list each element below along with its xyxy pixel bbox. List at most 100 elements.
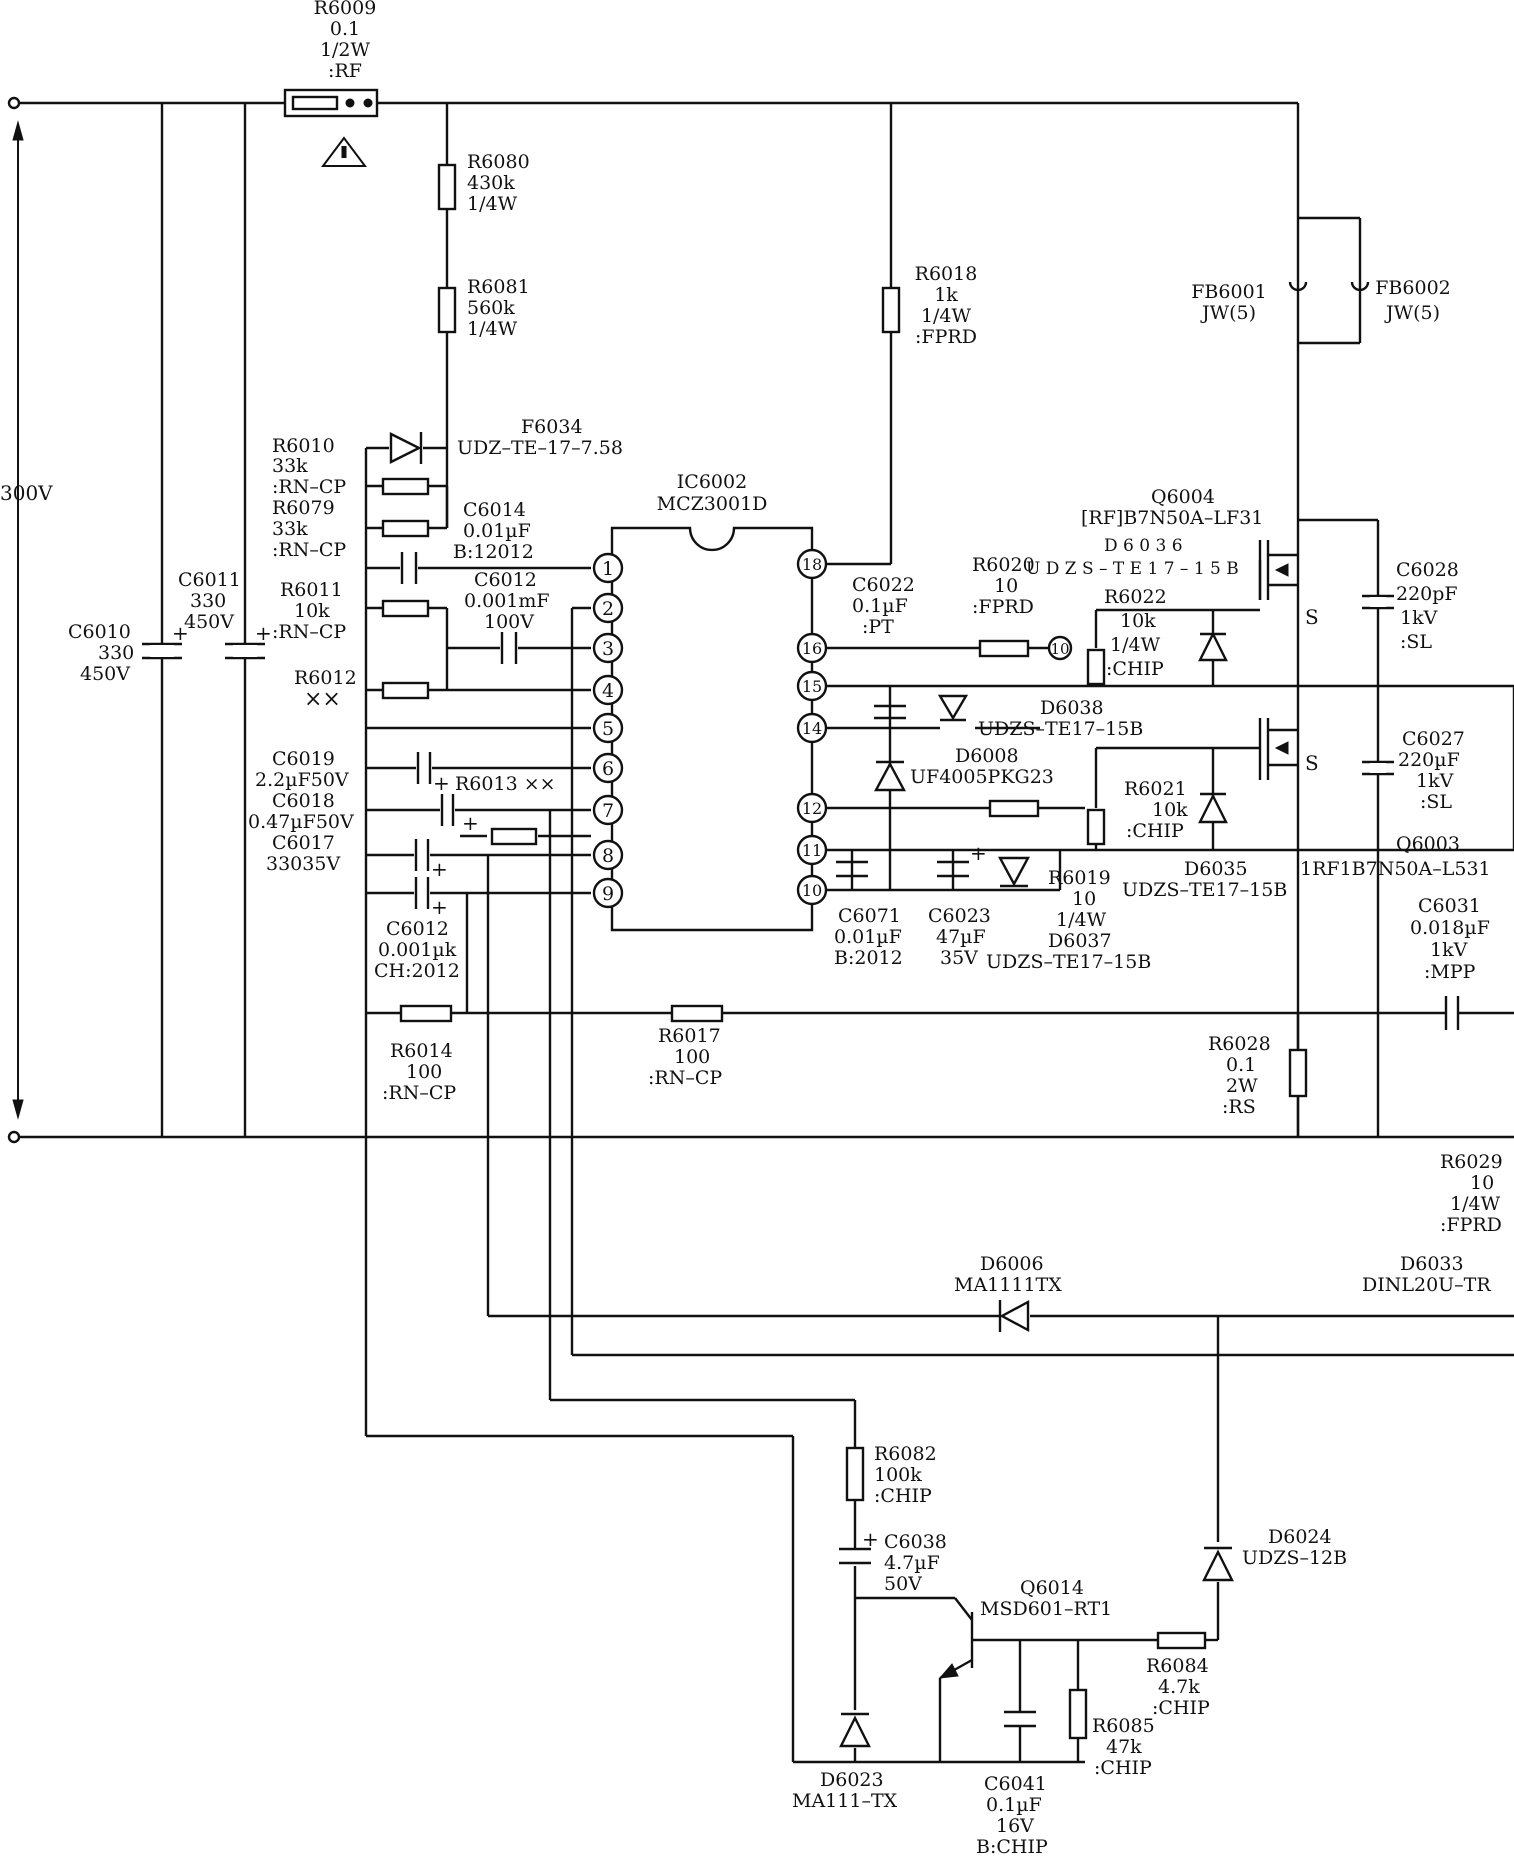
label-c6022-1: 0.1µF (852, 595, 908, 617)
label-r6085-1: 47k (1106, 1736, 1142, 1758)
label-c6028-2: 1kV (1400, 607, 1438, 629)
label-c6027-1: 220µF (1398, 749, 1460, 771)
ic-pin-2: 2 (602, 598, 614, 620)
label-r6079-1: 33k (272, 518, 308, 540)
label-q6014-0: Q6014 (1020, 1577, 1084, 1599)
label-c6041-2: 16V (996, 1815, 1034, 1837)
svg-text:+: + (970, 841, 987, 865)
ic-pin-11: 11 (802, 841, 822, 860)
label-r6080-0: R6080 (467, 151, 530, 173)
capacitor-c6014 (400, 552, 418, 584)
label-q6003-0: Q6003 (1396, 833, 1460, 855)
label-fb6002-1: JW(5) (1384, 302, 1440, 324)
label-r6084-2: :CHIP (1152, 1697, 1210, 1719)
capacitor-c6019 (416, 752, 432, 784)
label-q6004-1: [RF]B7N50A–LF31 (1081, 507, 1263, 529)
label-c6022-2: :PT (862, 616, 894, 638)
terminal-top (7, 96, 21, 110)
label-r6010-2: :RN–CP (272, 476, 346, 498)
label-r6081-2: 1/4W (467, 318, 518, 340)
label-r6028-2: 2W (1226, 1075, 1258, 1097)
label-r6011-0: R6011 (280, 579, 343, 601)
capacitor-c6018 (440, 794, 455, 826)
label-r6022-1: 10k (1120, 610, 1156, 632)
ic-pin-15: 15 (802, 677, 822, 696)
label-d6036-0: D 6 0 3 6 (1104, 536, 1183, 556)
label-c6038-1: 4.7µF (884, 1552, 940, 1574)
label-r6019-0: R6019 (1048, 867, 1111, 889)
svg-text:+: + (462, 811, 479, 835)
label-c6023-1: 47µF (936, 926, 986, 948)
label-c6031-2: 1kV (1430, 939, 1468, 961)
resistor-r6082 (845, 1446, 865, 1502)
label-r6009-2: 1/2W (320, 39, 371, 61)
ic-pins-right (796, 548, 828, 906)
resistor-r6028 (1288, 1048, 1308, 1098)
label-fb6002-0: FB6002 (1375, 277, 1451, 299)
svg-text:+: + (172, 621, 189, 645)
label-d6035-1: UDZS–TE17–15B (1122, 879, 1287, 901)
ic-pin-1: 1 (602, 558, 614, 580)
ic-pin-10: 10 (802, 881, 822, 900)
label-c6071-0: C6071 (838, 905, 901, 927)
label-c6027-2: 1kV (1416, 770, 1454, 792)
transistor-q6014 (938, 1663, 959, 1679)
svg-text:+: + (431, 895, 448, 919)
label-d6036-1: U D Z S – T E 1 7 – 1 5 B (1026, 559, 1239, 579)
ic-pin-7: 7 (602, 800, 614, 822)
label-r6085-0: R6085 (1092, 1715, 1155, 1737)
node-10-label: 10 (1050, 640, 1069, 658)
label-c6018-1: 0.47µF50V (248, 811, 354, 833)
resistor-r6081 (437, 286, 457, 334)
label-f6034-1: UDZ–TE–17–7.58 (457, 437, 623, 459)
label-r6011-1: 10k (294, 600, 330, 622)
label-r6084-0: R6084 (1146, 1655, 1209, 1677)
capacitor-c6023 (937, 860, 969, 878)
svg-text:+: + (862, 1527, 879, 1551)
label-c6014-2: B:12012 (453, 541, 534, 563)
label-r6013: R6013 ×× (455, 773, 556, 795)
resistor-r6079 (381, 519, 430, 538)
label-c6028-0: C6028 (1396, 559, 1459, 581)
label-c6019-0: C6019 (272, 748, 335, 770)
label-r6084-1: 4.7k (1158, 1676, 1200, 1698)
label-r6012-0: R6012 (294, 667, 357, 689)
capacitor-c6012a (500, 632, 518, 664)
label-r6020-0: R6020 (972, 554, 1035, 576)
label-r6029-3: :FPRD (1440, 1214, 1502, 1236)
capacitor-c6071 (836, 860, 868, 878)
capacitor-c6017 (414, 839, 430, 871)
label-r6082-1: 100k (874, 1464, 922, 1486)
label-r6018-3: :FPRD (915, 326, 977, 348)
label-r6020-2: :FPRD (972, 596, 1034, 618)
label-d6033-1: DINL20U–TR (1362, 1274, 1491, 1296)
label-r6021-1: 10k (1152, 799, 1188, 821)
label-r6017-0: R6017 (658, 1025, 721, 1047)
resistor-r6085 (1068, 1688, 1088, 1740)
ic-pin-14: 14 (802, 719, 822, 738)
label-d6037-1: UDZS–TE17–15B (986, 951, 1151, 973)
label-s-lower: S (1305, 751, 1319, 775)
label-r6012-1: ×× (304, 687, 341, 712)
label-r6029-2: 1/4W (1450, 1193, 1501, 1215)
label-d6038-0: D6038 (1040, 697, 1104, 719)
label-r6019-2: 1/4W (1056, 909, 1107, 931)
label-d6037-0: D6037 (1048, 930, 1112, 952)
ic-pin-5: 5 (602, 718, 614, 740)
label-c6014-1: 0.01µF (463, 520, 531, 542)
diode-f6034 (389, 432, 423, 464)
label-d6023-1: MA111–TX (792, 1790, 898, 1812)
ic-pin-9: 9 (602, 883, 614, 905)
label-c6011-1: 330 (190, 590, 226, 612)
label-c6012b-0: C6012 (386, 918, 449, 940)
wires (14, 101, 1514, 1764)
label-c6041-0: C6041 (984, 1773, 1047, 1795)
label-r6081-0: R6081 (467, 276, 530, 298)
polarity-marks: + + + + + + + + (172, 621, 987, 1551)
resistor-r6012 (381, 681, 430, 700)
label-c6022-0: C6022 (852, 574, 915, 596)
capacitor-c6011 (225, 642, 265, 660)
label-r6080-1: 430k (467, 172, 515, 194)
resistor-r6014 (399, 1004, 453, 1023)
